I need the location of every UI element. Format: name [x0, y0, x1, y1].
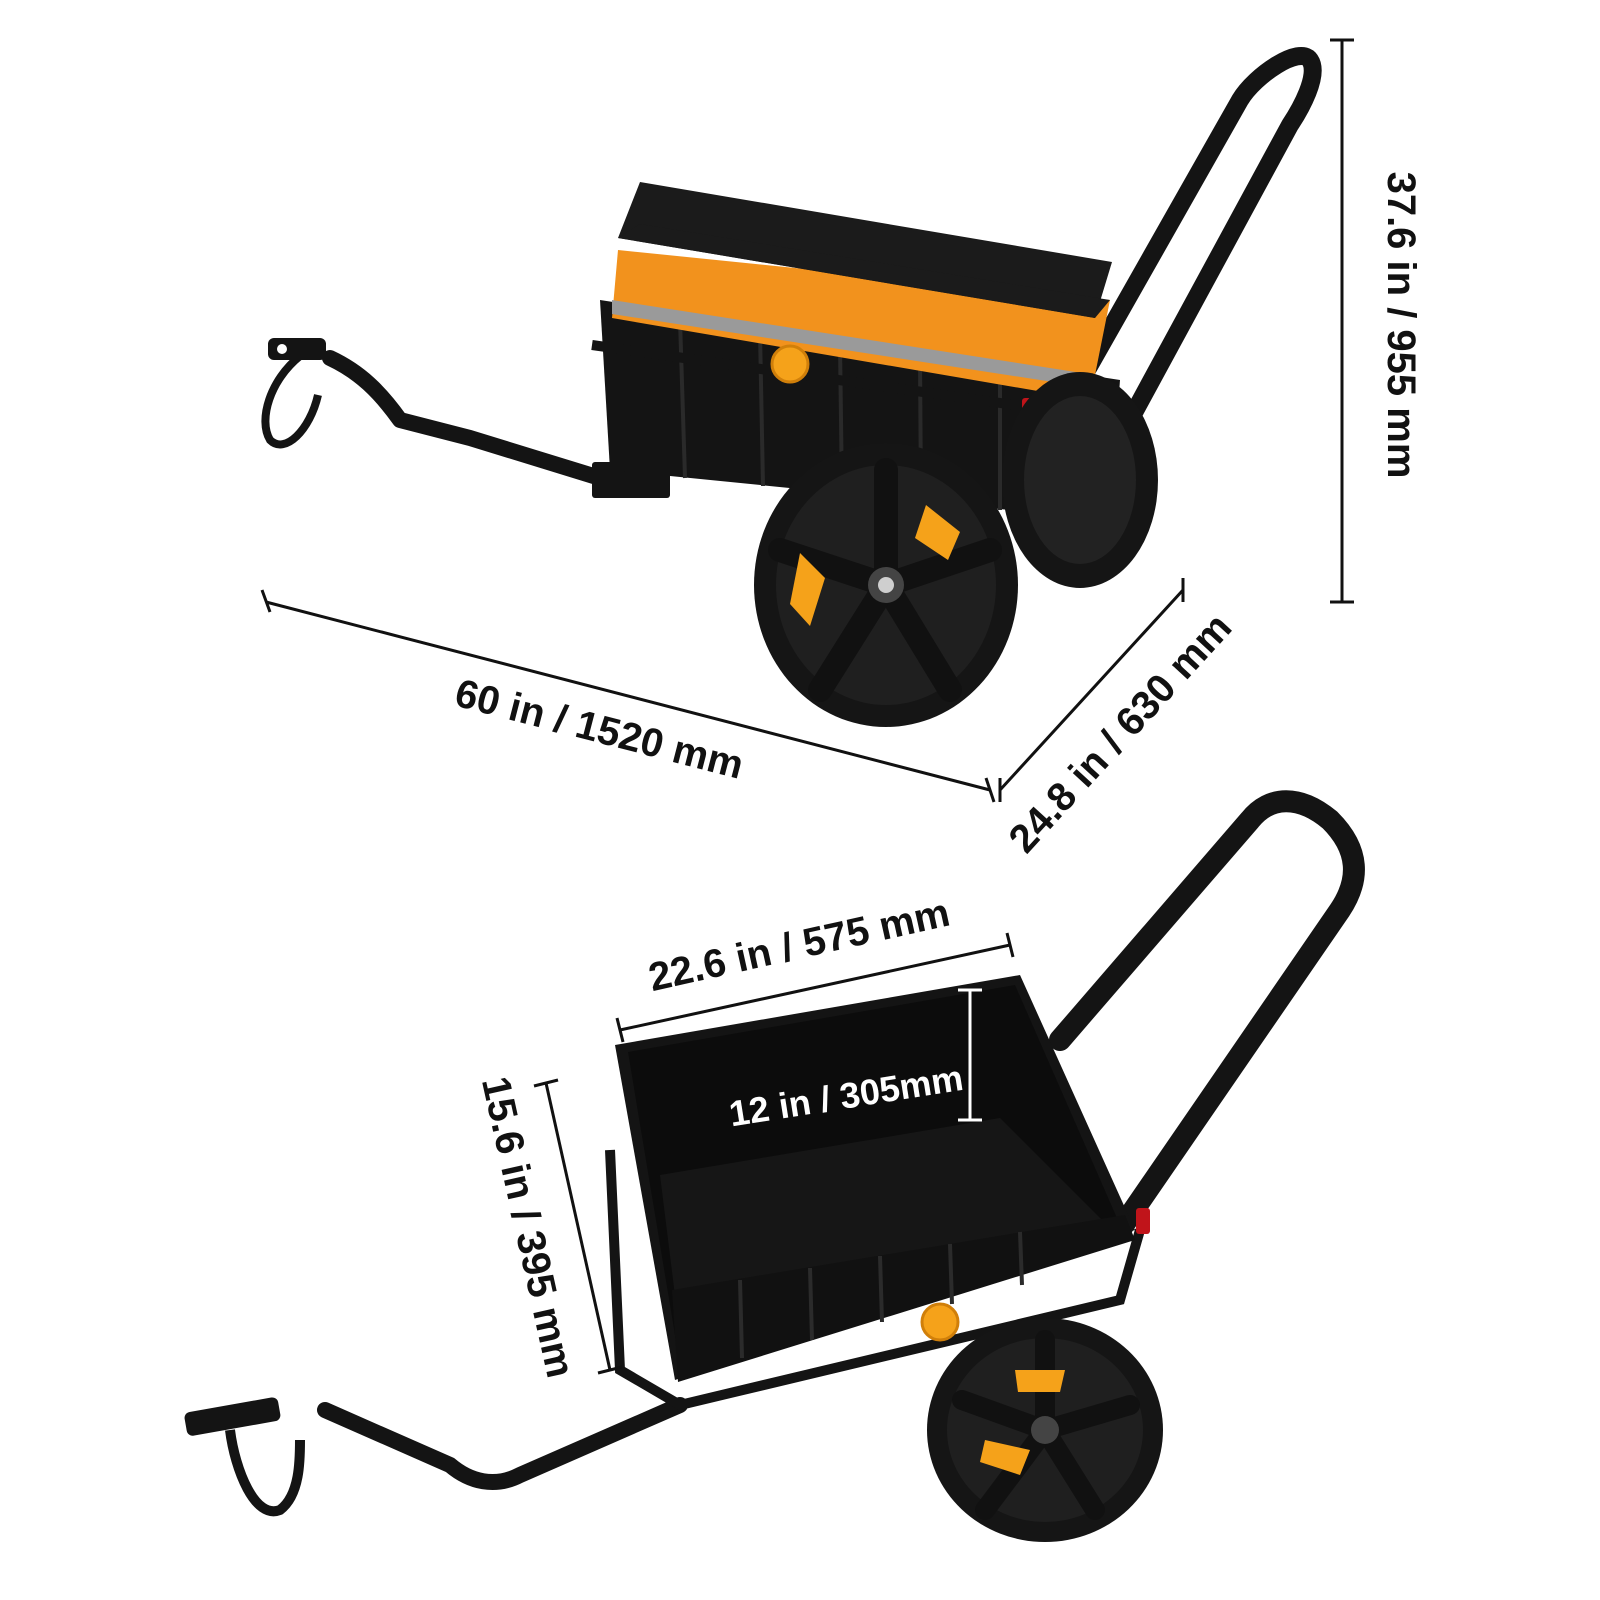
dimension-width-label: 24.8 in / 630 mm: [1001, 605, 1241, 861]
dimension-width: 24.8 in / 630 mm: [998, 578, 1241, 861]
cargo-crate: [600, 300, 1120, 520]
hitch-bolt: [277, 344, 287, 354]
push-handle-bottom: [1049, 790, 1365, 1241]
spoke-reflector-right: [915, 505, 960, 560]
trailer-open-crate: [184, 790, 1365, 1542]
spoke-reflector-left: [790, 553, 825, 626]
rear-reflector-red-bottom: [1136, 1208, 1150, 1234]
dimension-height: 37.6 in / 955 mm: [1330, 38, 1423, 604]
frame-rail-bottom: [605, 1149, 1145, 1411]
spoke-reflector-bottom-left: [980, 1440, 1030, 1475]
dimension-height-label: 37.6 in / 955 mm: [1379, 172, 1423, 479]
hitch-coupler-bottom: [184, 1397, 281, 1436]
crate-ribs-bottom: [738, 1231, 1024, 1359]
hitch-strap-bottom: [225, 1429, 305, 1517]
rear-wheel: [1002, 372, 1158, 588]
front-wheel: [754, 443, 1018, 727]
dimension-box-width-label: 22.6 in / 575 mm: [645, 891, 954, 1000]
hitch-strap: [261, 352, 322, 449]
cover-front-black: [618, 224, 1110, 318]
cover-reflective-stripe: [612, 300, 1095, 388]
tow-bar-bottom: [317, 1397, 688, 1490]
dimension-box-depth-label: 15.6 in / 395 mm: [473, 1073, 582, 1382]
body-reflector-amber: [770, 344, 810, 384]
spoke-reflector-bottom-top: [1015, 1370, 1065, 1392]
push-handle: [1061, 47, 1322, 429]
wheel-bottom: [927, 1318, 1163, 1542]
crate-reflector-amber: [920, 1302, 960, 1342]
dimension-box-depth: 15.6 in / 395 mm: [473, 1073, 623, 1382]
hitch-coupler: [268, 338, 326, 360]
tow-bar: [322, 350, 608, 486]
wheel-spokes: [768, 458, 1002, 702]
trailer-with-cover: [261, 47, 1322, 727]
